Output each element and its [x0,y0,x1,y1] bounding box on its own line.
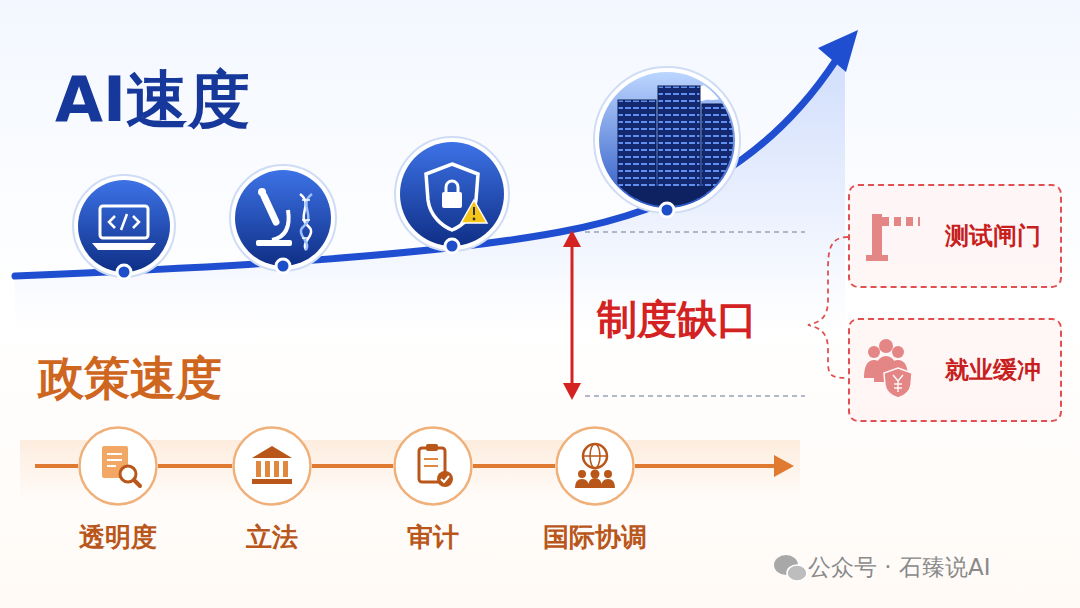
transparency-icon [102,446,140,486]
gap-label: 制度缺口 [597,292,757,347]
gap-guide [585,395,805,397]
milestone-disc [78,426,158,506]
circle-outline [555,426,635,506]
security-icon [395,137,509,253]
milestone-disc [232,426,312,506]
timeline-arrowhead [774,455,794,477]
milestone-disc [393,426,473,506]
milestone-disc [555,426,635,506]
measure-box: 就业缓冲 [848,318,1062,422]
curve-arrowhead [818,30,858,72]
milestone-circle: 透明度 [78,426,158,506]
ai-speed-title: AI速度 [55,58,250,142]
timeline-connector [158,464,232,468]
timeline-line [35,464,78,468]
milestone-label: 立法 [246,520,298,555]
policy-speed-title: 政策速度 [38,348,222,410]
circle-ring [80,428,157,505]
gap-guide [585,231,805,233]
measure-label: 就业缓冲 [945,354,1060,386]
science-icon [230,165,336,273]
watermark: 公众号 · 石臻说AI [808,552,990,583]
datacenter-icon [594,67,740,217]
milestone-circle: 立法 [232,426,312,506]
circle-ring [395,428,472,505]
wechat-icon [774,555,807,581]
circle-outline [78,426,158,506]
gap-arrowhead [563,230,581,247]
measure-box: 测试闸门 [848,184,1062,288]
legislation-icon [252,446,292,484]
circle-ring [234,428,311,505]
milestone-label: 审计 [407,520,459,555]
gap-arrow [571,244,574,386]
timeline-connector [312,464,393,468]
timeline-line [635,464,778,468]
timeline-connector [473,464,555,468]
circle-ring [557,428,634,505]
audit-icon [419,444,453,487]
milestone-circle: 国际协调 [555,426,635,506]
milestone-label: 透明度 [79,520,157,555]
circle-outline [232,426,312,506]
coordination-icon [575,444,615,488]
bracket [808,237,848,378]
measure-label: 测试闸门 [945,220,1060,252]
gap-arrowhead [563,383,581,400]
code-icon [73,175,175,279]
milestone-label: 国际协调 [543,520,647,555]
milestone-circle: 审计 [393,426,473,506]
curve-glow [15,48,845,330]
circle-outline [393,426,473,506]
